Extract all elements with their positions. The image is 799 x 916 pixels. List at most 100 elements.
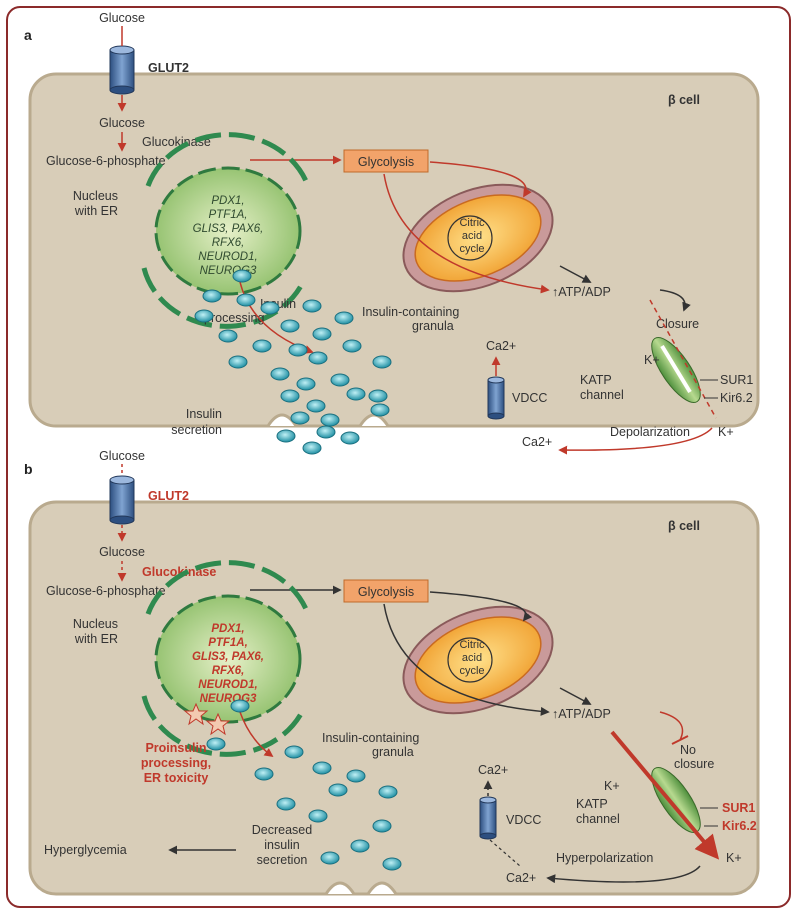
secretion-label-1: Insulin [186, 407, 222, 421]
glycolysis-box [343, 579, 429, 603]
katp-label: KATP [576, 797, 608, 811]
hyperpolarization-label: Hyperpolarization [556, 851, 653, 865]
no-closure-2: closure [674, 757, 714, 771]
decreased-label-1: Decreased [252, 823, 312, 837]
insulin-granule [342, 339, 362, 353]
glucose-outside-label: Glucose [99, 11, 145, 25]
nucleus-label-1: Nucleus [73, 189, 118, 203]
citric-text-1: Citric [459, 217, 485, 229]
k-in-label: K+ [604, 779, 620, 793]
panel-a-letter: a [24, 27, 32, 43]
gene-ptf1a: PTF1A, [208, 637, 248, 649]
insulin-granule [312, 761, 332, 775]
atp-label: ↑ATP/ADP [552, 285, 611, 299]
katp-label: KATP [580, 373, 612, 387]
tca-to-atp-arrow [559, 265, 592, 283]
insulin-granule [260, 301, 280, 315]
granula-label-1: Insulin-containing [362, 305, 459, 319]
insulin-granule [194, 309, 214, 323]
katp-channel-label: channel [580, 388, 624, 402]
glycolysis-to-tca-arrow [429, 591, 533, 622]
depolarization-label: Depolarization [610, 425, 690, 439]
glycolysis-to-atp-arrow [383, 603, 550, 716]
er-stress-star-icon [183, 702, 231, 736]
insulin-granule [206, 737, 226, 751]
proinsulin-label-3: ER toxicity [144, 771, 209, 785]
insulin-granule [382, 857, 402, 871]
insulin-granule [270, 367, 290, 381]
insulin-granule [372, 355, 392, 369]
secretion-label-2: secretion [171, 423, 222, 437]
panel-b-letter: b [24, 461, 33, 477]
sur1-label: SUR1 [722, 801, 755, 815]
sur1-label: SUR1 [720, 373, 753, 387]
katp-channel [651, 337, 701, 403]
glucose-inside-label: Glucose [99, 116, 145, 130]
insulin-granule [284, 745, 304, 759]
gene-rfx6: RFX6, [212, 237, 245, 249]
gene-pdx1: PDX1, [211, 623, 244, 635]
beta-cell-membrane [28, 72, 760, 428]
glycolysis-to-tca-arrow [429, 161, 532, 198]
nucleus-label-2: with ER [74, 632, 118, 646]
insulin-granule [302, 441, 322, 455]
vdcc-channel [487, 376, 505, 420]
glycolysis-box [343, 149, 429, 173]
atp-to-closure-arrow [659, 289, 691, 312]
insulin-granule [218, 329, 238, 343]
citric-text-2: acid [462, 230, 482, 242]
gene-glis3-pax6: GLIS3, PAX6, [193, 223, 264, 235]
kir-label: Kir6.2 [720, 391, 753, 405]
ca-out-label: Ca2+ [522, 435, 552, 449]
granula-label-1: Insulin-containing [322, 731, 419, 745]
processing-arrow [239, 711, 274, 758]
insulin-granule [328, 783, 348, 797]
insulin-granule [302, 299, 322, 313]
insulin-processing-2: processing [204, 311, 264, 325]
cell-label: β cell [668, 519, 700, 533]
insulin-granule [334, 311, 354, 325]
ca-out-label: Ca2+ [506, 871, 536, 885]
insulin-granule [308, 809, 328, 823]
atp-no-closure-arrow [659, 711, 684, 741]
insulin-granule [368, 389, 388, 403]
citric-text-3: cycle [459, 243, 484, 255]
gene-ptf1a: PTF1A, [209, 209, 248, 221]
citric-text-2: acid [462, 652, 482, 664]
insulin-granule [276, 429, 296, 443]
g6p-label: Glucose-6-phosphate [46, 154, 166, 168]
secretion-pore [324, 881, 356, 895]
insulin-granule [228, 355, 248, 369]
citric-text-3: cycle [459, 665, 484, 677]
secretion-pore [366, 881, 398, 895]
katp-channel-label: channel [576, 812, 620, 826]
glut2-transporter [109, 475, 135, 525]
insulin-granule [288, 343, 308, 357]
insulin-granule [346, 387, 366, 401]
granula-label-2: granula [412, 319, 454, 333]
k-out-label: K+ [726, 851, 742, 865]
insulin-granule [306, 399, 326, 413]
insulin-granule [350, 839, 370, 853]
nucleus-label-2: with ER [74, 204, 118, 218]
insulin-granule [312, 327, 332, 341]
nucleus-with-er [141, 132, 311, 329]
insulin-granule [372, 819, 392, 833]
insulin-granule [232, 269, 252, 283]
panel-b: b β cell Glucose GLUT2 Glucose Glucokina… [24, 449, 760, 896]
proinsulin-label-2: processing, [141, 756, 211, 770]
glycolysis-label: Glycolysis [358, 585, 414, 599]
kir-label: Kir6.2 [722, 819, 757, 833]
insulin-granule [316, 425, 336, 439]
glucose-inside-label: Glucose [99, 545, 145, 559]
insulin-granule [370, 403, 390, 417]
ca-in-label: Ca2+ [478, 763, 508, 777]
decreased-label-3: secretion [257, 853, 308, 867]
insulin-granule [330, 373, 350, 387]
insulin-granule [340, 431, 360, 445]
insulin-granule [280, 389, 300, 403]
insulin-granule [320, 413, 340, 427]
insulin-granules [194, 269, 392, 455]
insulin-granule [230, 699, 250, 713]
gene-rfx6: RFX6, [212, 665, 245, 677]
